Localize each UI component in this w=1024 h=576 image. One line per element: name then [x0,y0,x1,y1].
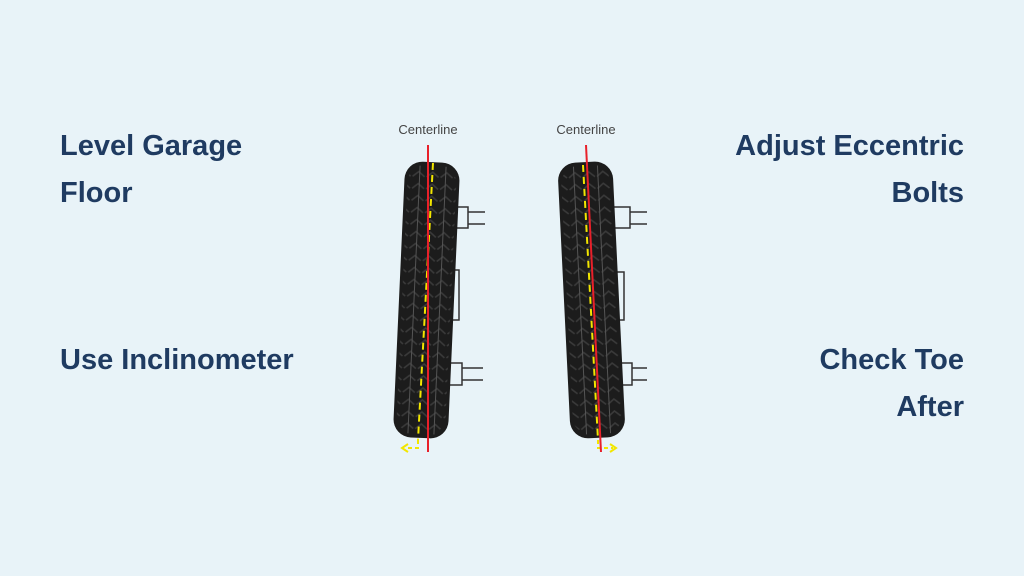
centerline-label: Centerline [556,122,615,137]
step-text-line: Check Toe [819,344,964,376]
step-text-line: After [896,391,964,423]
step-text-line: Use Inclinometer [60,344,294,376]
step-check-toe-after: Check Toe After [819,337,964,431]
left-wheel-diagram: Centerline [393,122,485,453]
suspension-bracket-icon [612,206,647,386]
step-use-inclinometer: Use Inclinometer [60,337,294,384]
suspension-bracket-icon [449,206,485,386]
right-wheel-diagram: Centerline [556,122,647,453]
centerline-label: Centerline [398,122,457,137]
step-level-garage-floor: Level Garage Floor [60,123,242,217]
wheel-axis-line [582,164,599,441]
tilt-arrow-icon [597,440,613,449]
step-text-line: Floor [60,177,133,209]
tilt-arrow-icon [405,440,419,449]
step-text-line: Adjust Eccentric [735,130,964,162]
step-adjust-eccentric-bolts: Adjust Eccentric Bolts [735,123,964,217]
step-text-line: Level Garage [60,130,243,162]
tire-icon [558,161,625,439]
wheel-axis-line [417,162,434,441]
step-text-line: Bolts [891,177,965,209]
centerline [585,144,602,453]
